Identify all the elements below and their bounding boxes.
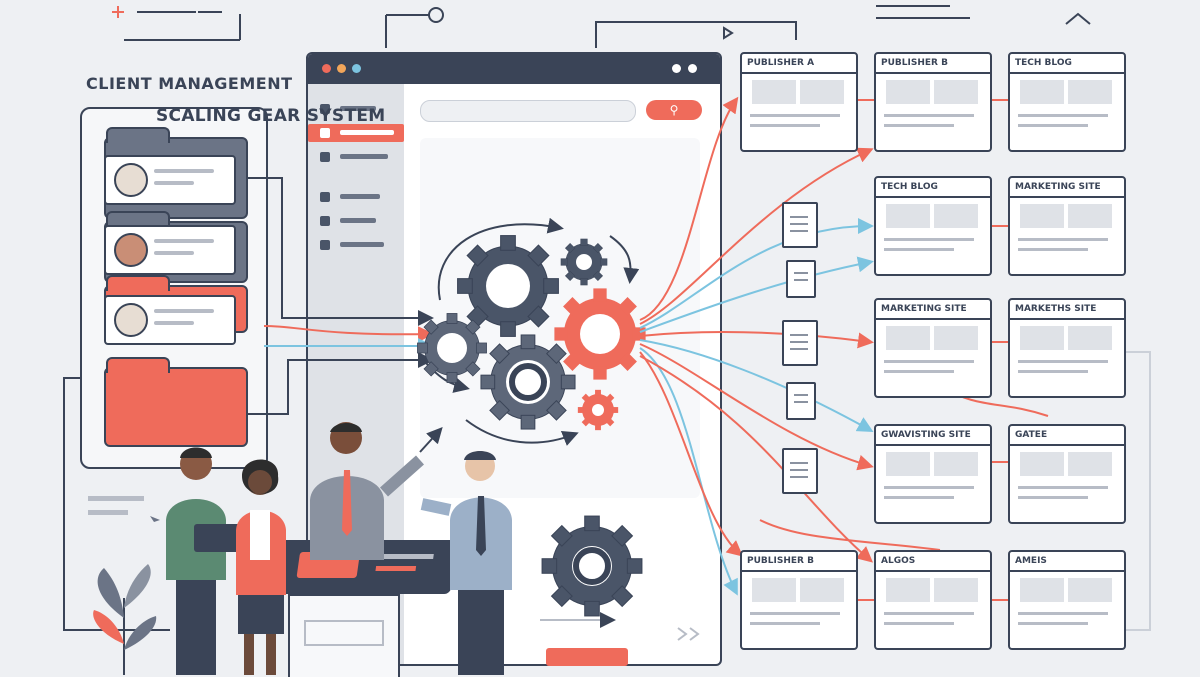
scaling-gear-title: SCALING GEAR SYSTEM (156, 106, 386, 126)
site-card[interactable]: TECH BLOG (1008, 52, 1126, 152)
site-label: TECH BLOG (876, 178, 990, 198)
client-card-3[interactable] (104, 295, 236, 345)
avatar (114, 233, 148, 267)
site-label: MARKETING SITE (876, 300, 990, 320)
site-card[interactable]: PUBLISHER B (874, 52, 992, 152)
site-label: MARKETING SITE (1010, 178, 1124, 198)
home-icon (320, 104, 330, 114)
site-label: GWAVISTING SITE (876, 426, 990, 446)
settings-icon (320, 152, 330, 162)
sidebar-item-settings[interactable] (318, 148, 396, 166)
note-lines (88, 496, 160, 522)
team-illustration (166, 422, 512, 675)
doc-icon (320, 192, 330, 202)
sidebar-item-active[interactable] (308, 124, 404, 142)
site-label: AMEIS (1010, 552, 1124, 572)
sidebar-item-doc-1[interactable] (318, 188, 396, 206)
pagination-dots[interactable] (546, 648, 628, 666)
site-label: GATEE (1010, 426, 1124, 446)
site-label: TECH BLOG (1010, 54, 1124, 74)
browser-titlebar (308, 54, 720, 84)
top-decoration (112, 5, 1091, 48)
site-card[interactable]: TECH BLOG (874, 176, 992, 276)
search-input[interactable] (420, 100, 636, 122)
sidebar-item-doc-3[interactable] (318, 236, 396, 254)
site-label: PUBLISHER A (742, 54, 856, 74)
site-card[interactable]: AMEIS (1008, 550, 1126, 650)
search-button[interactable]: ⚲ (646, 100, 702, 120)
doc-icon (320, 216, 330, 226)
site-card[interactable]: ALGOS (874, 550, 992, 650)
site-card[interactable]: MARKETING SITE (1008, 176, 1126, 276)
site-card[interactable]: GWAVISTING SITE (874, 424, 992, 524)
avatar (114, 303, 148, 337)
search-icon: ⚲ (669, 103, 679, 117)
sidebar-item-doc-2[interactable] (318, 212, 396, 230)
avatar (114, 163, 148, 197)
site-label: PUBLISHER B (742, 552, 856, 572)
folder-front[interactable] (104, 357, 248, 447)
document-icon (782, 202, 818, 248)
site-card[interactable]: GATEE (1008, 424, 1126, 524)
client-card-2[interactable] (104, 225, 236, 275)
document-icon (786, 382, 816, 420)
client-card-1[interactable] (104, 155, 236, 205)
site-label: ALGOS (876, 552, 990, 572)
sidebar-item-home[interactable] (318, 100, 396, 118)
client-management-title: CLIENT MANAGEMENT (86, 74, 293, 93)
document-icon (782, 320, 818, 366)
site-card[interactable]: PUBLISHER A (740, 52, 858, 152)
client-panel (80, 107, 268, 469)
site-label: MARKETHS SITE (1010, 300, 1124, 320)
doc-icon (320, 240, 330, 250)
site-label: PUBLISHER B (876, 54, 990, 74)
site-card[interactable]: MARKETING SITE (874, 298, 992, 398)
document-icon (782, 448, 818, 494)
kiosk-panel (304, 620, 384, 646)
kiosk-stand (288, 594, 400, 677)
plant-illustration (93, 564, 157, 675)
document-icon (786, 260, 816, 298)
user-icon (320, 128, 330, 138)
site-card[interactable]: PUBLISHER B (740, 550, 858, 650)
site-card[interactable]: MARKETHS SITE (1008, 298, 1126, 398)
